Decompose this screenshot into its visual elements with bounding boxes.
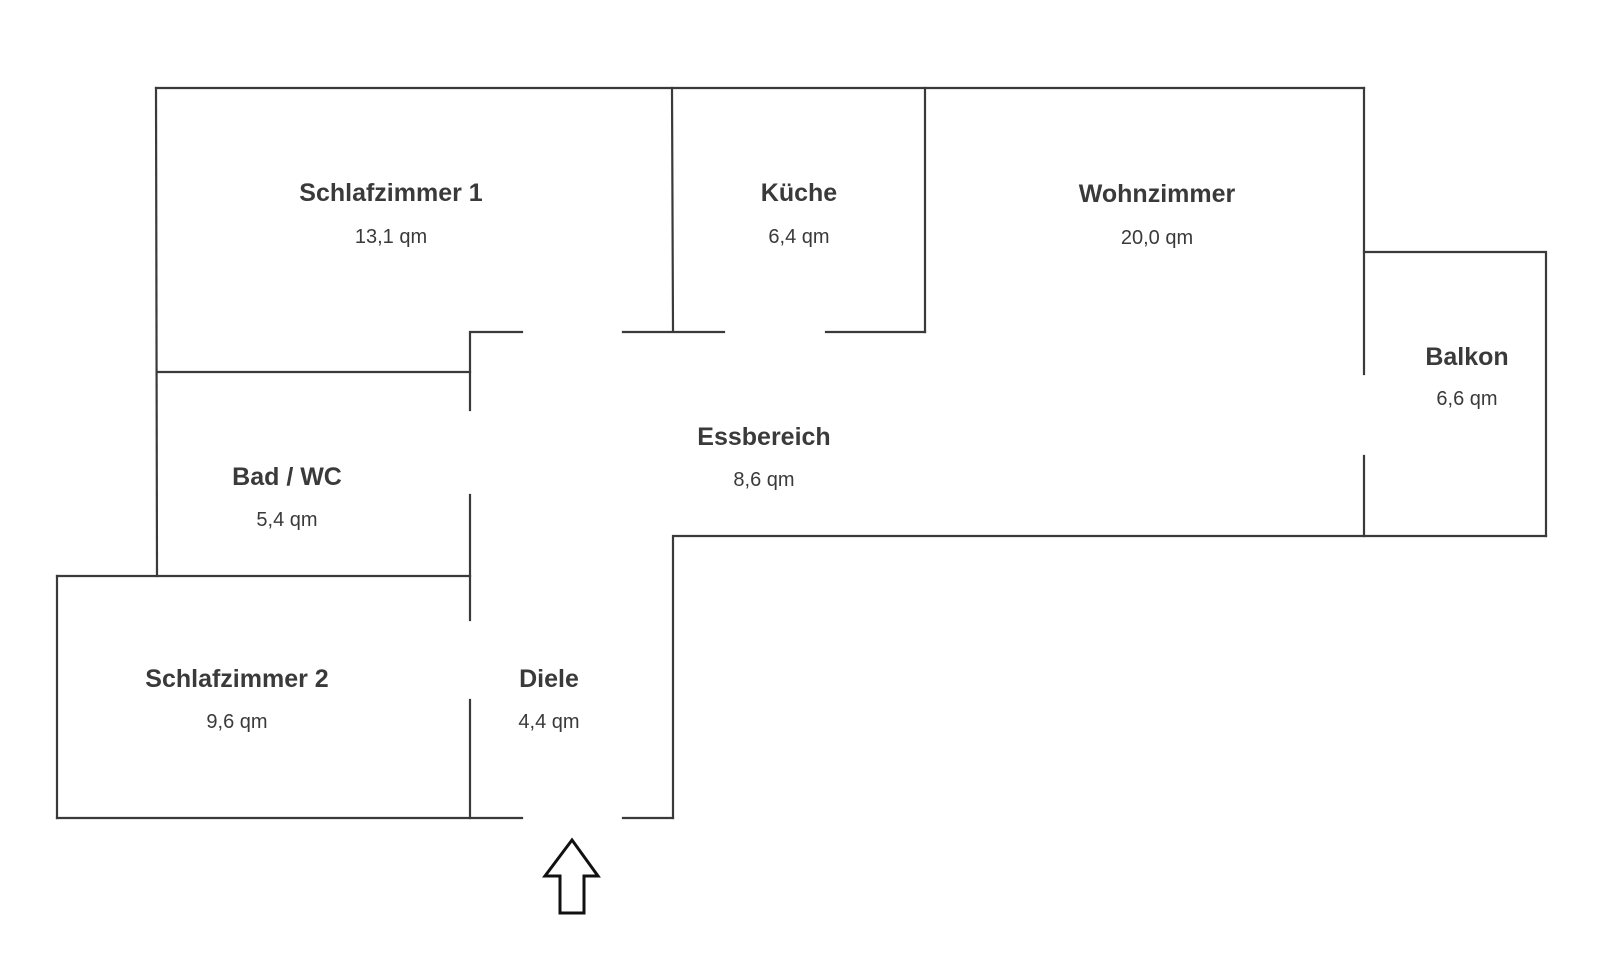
room-name: Essbereich xyxy=(697,423,830,451)
room-name: Schlafzimmer 1 xyxy=(299,179,483,207)
up-arrow-icon xyxy=(542,837,601,915)
room-labels: Schlafzimmer 1 13,1 qm Küche 6,4 qm Wohn… xyxy=(145,179,1508,733)
room-area: 6,4 qm xyxy=(768,226,829,248)
room-area: 4,4 qm xyxy=(518,711,579,733)
room-schlafzimmer-1: Schlafzimmer 1 13,1 qm xyxy=(299,179,483,248)
walls xyxy=(55,86,1548,820)
wall-sz1-bottom xyxy=(468,330,524,412)
entrance xyxy=(542,837,601,915)
room-schlafzimmer-2: Schlafzimmer 2 9,6 qm xyxy=(145,665,328,733)
room-name: Küche xyxy=(761,179,838,207)
room-area: 13,1 qm xyxy=(355,226,427,248)
room-name: Wohnzimmer xyxy=(1079,180,1236,208)
wall-left-upper xyxy=(154,86,159,578)
room-essbereich: Essbereich 8,6 qm xyxy=(697,423,830,491)
room-area: 9,6 qm xyxy=(206,711,267,733)
room-bad-wc: Bad / WC 5,4 qm xyxy=(232,463,342,531)
room-name: Balkon xyxy=(1425,343,1508,371)
room-area: 20,0 qm xyxy=(1121,227,1193,249)
wall-sz1-kueche xyxy=(670,86,675,333)
room-area: 5,4 qm xyxy=(256,509,317,531)
room-name: Diele xyxy=(519,665,579,693)
room-kueche: Küche 6,4 qm xyxy=(761,179,838,248)
room-balkon: Balkon 6,6 qm xyxy=(1425,343,1508,410)
wall-balkon xyxy=(1362,250,1548,538)
wall-diele-right xyxy=(671,534,1548,820)
room-wohnzimmer: Wohnzimmer 20,0 qm xyxy=(1079,180,1236,249)
room-diele: Diele 4,4 qm xyxy=(518,665,579,733)
room-name: Schlafzimmer 2 xyxy=(145,665,328,693)
room-name: Bad / WC xyxy=(232,463,342,491)
room-area: 8,6 qm xyxy=(733,469,794,491)
room-area: 6,6 qm xyxy=(1436,388,1497,410)
